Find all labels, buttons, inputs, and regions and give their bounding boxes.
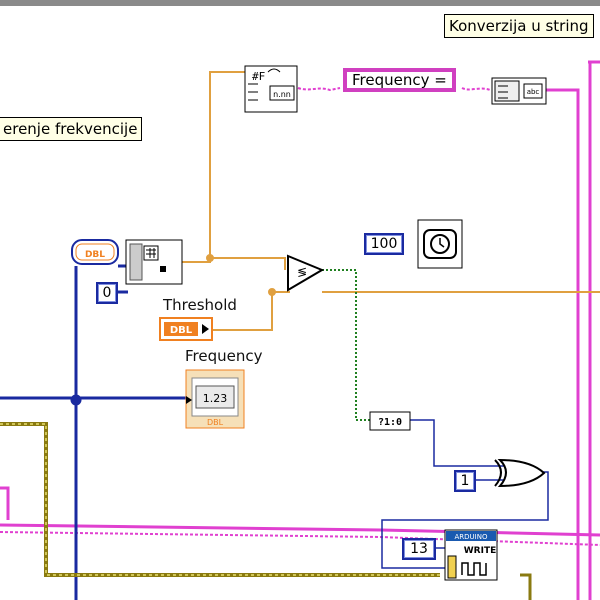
greater-equal-node[interactable]: ≶	[287, 254, 325, 292]
array-wires	[0, 264, 190, 600]
frequency-measure-comment: erenje frekvencije	[0, 117, 143, 141]
pin-constant[interactable]: 13	[402, 538, 436, 560]
frequency-label: Frequency	[185, 347, 263, 365]
svg-text:≶: ≶	[297, 265, 307, 279]
string-wires	[0, 60, 600, 600]
index-array-node[interactable]	[125, 239, 183, 285]
format-code-text: n.nn	[273, 90, 291, 99]
conversion-comment: Konverzija u string	[444, 14, 594, 38]
cluster-wires	[0, 422, 532, 600]
index-constant[interactable]: 0	[96, 282, 118, 304]
arduino-write-node[interactable]: ARDUINO WRITE	[444, 529, 498, 581]
arduino-write-text: WRITE	[464, 546, 497, 556]
arduino-brand-text: ARDUINO	[455, 533, 488, 541]
dbl-array-terminal[interactable]: DBL	[71, 239, 119, 265]
bool-to-int-node[interactable]: ?1:0	[369, 411, 411, 431]
threshold-terminal[interactable]: DBL	[159, 317, 213, 341]
frequency-type-text: DBL	[207, 418, 224, 427]
bool-wires	[322, 269, 370, 421]
wait-ms-constant[interactable]: 100	[364, 233, 404, 255]
threshold-label: Threshold	[163, 296, 237, 314]
concatenate-node[interactable]: abc	[491, 77, 547, 105]
xor-gate-node[interactable]	[494, 458, 546, 488]
bool-to-int-text: ?1:0	[378, 417, 402, 428]
concat-text: abc	[527, 88, 540, 96]
frequency-value-text: 1.23	[203, 392, 228, 405]
xor-input-constant[interactable]: 1	[454, 470, 476, 492]
array-type-text: DBL	[85, 250, 105, 260]
threshold-type-text: DBL	[170, 325, 193, 336]
frame-border	[0, 0, 600, 6]
svg-text:#F: #F	[252, 70, 265, 83]
double-wires	[182, 71, 600, 331]
frequency-string-constant[interactable]: Frequency =	[343, 68, 456, 92]
wait-node[interactable]	[417, 219, 463, 269]
format-into-string-node[interactable]: #F n.nn	[244, 65, 298, 113]
frequency-indicator[interactable]: 1.23 DBL	[185, 369, 245, 429]
